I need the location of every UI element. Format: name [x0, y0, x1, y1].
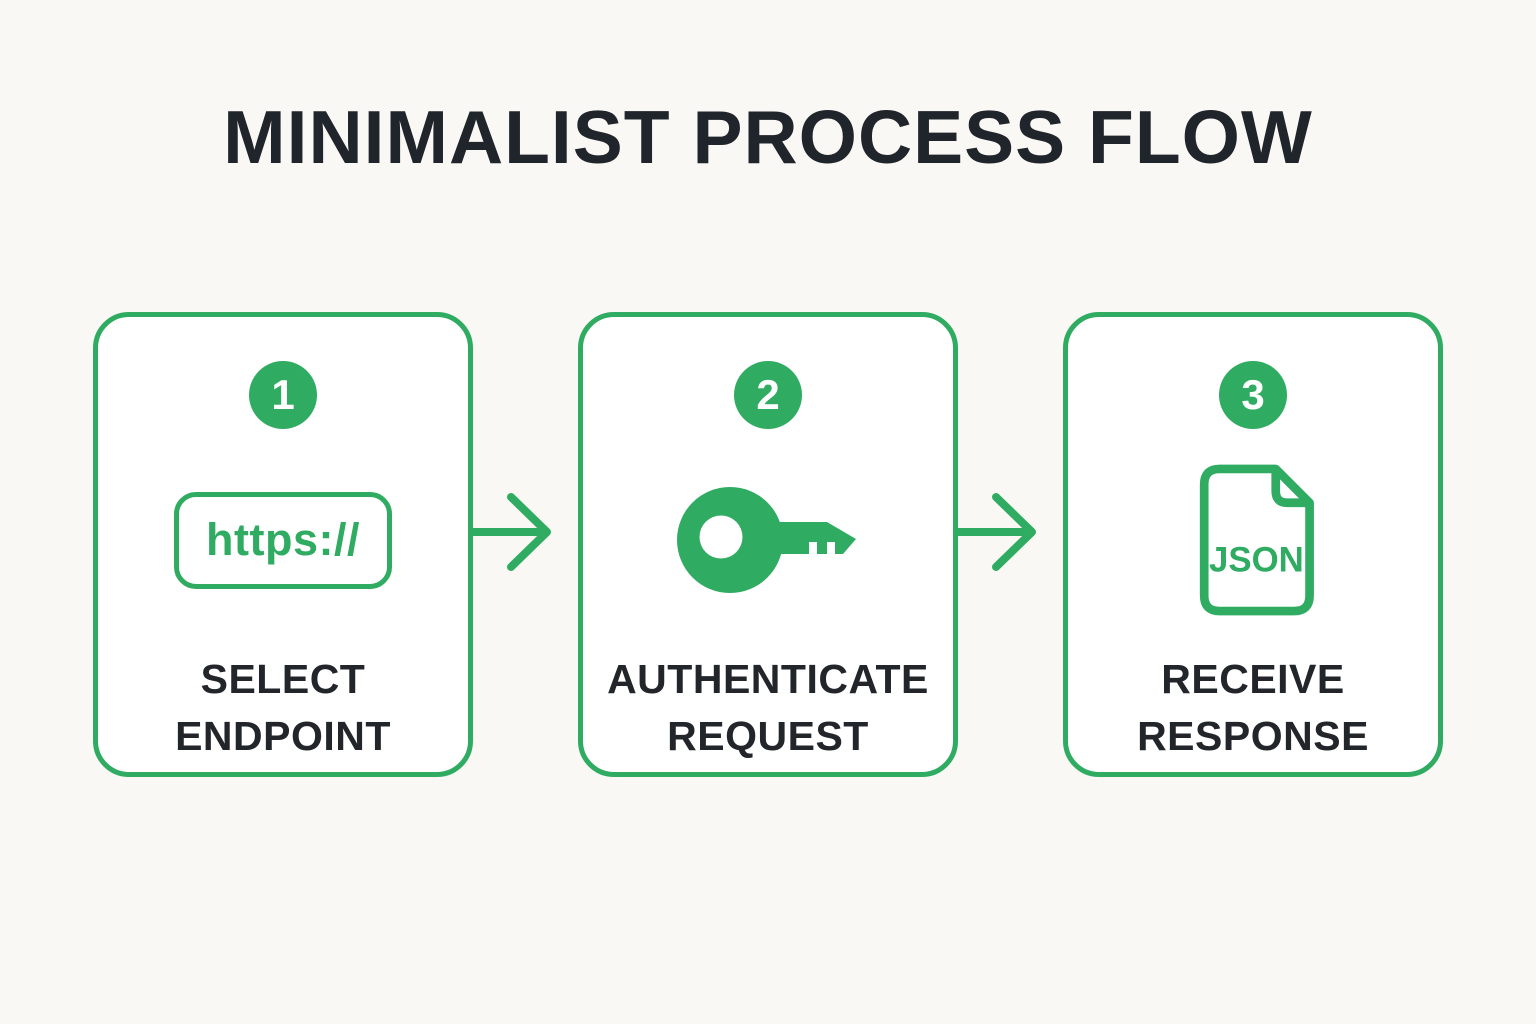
step-number-badge: 1 [249, 361, 317, 429]
step-number: 2 [756, 371, 780, 418]
step-label: AUTHENTICATE REQUEST [607, 656, 929, 759]
step-label: RECEIVE RESPONSE [1137, 656, 1369, 759]
https-url-badge-icon: https:// [174, 491, 392, 589]
key-icon [677, 486, 856, 593]
json-label: JSON [1209, 540, 1304, 579]
step-number-badge: 2 [734, 361, 802, 429]
step-card-receive-response: 3 JSON RECEIVE RESPONSE [1063, 312, 1443, 777]
step-number-badge: 3 [1219, 361, 1287, 429]
flow-arrow-right-icon [958, 493, 1036, 571]
flow-arrow-right-icon [473, 493, 551, 571]
step-icon-area: JSON [1181, 429, 1326, 651]
flow-connector [473, 312, 578, 594]
https-text: https:// [206, 514, 360, 565]
flow-row: 1 https:// SELECT ENDPOINT 2 [93, 312, 1443, 777]
json-file-icon: JSON [1199, 464, 1314, 616]
step-icon-area: https:// [174, 429, 392, 651]
step-card-select-endpoint: 1 https:// SELECT ENDPOINT [93, 312, 473, 777]
flow-connector [958, 312, 1063, 594]
step-label: SELECT ENDPOINT [175, 656, 391, 759]
step-card-authenticate-request: 2 AUTHENTICATE REQUEST [578, 312, 958, 777]
step-number: 3 [1241, 371, 1265, 418]
step-number: 1 [271, 371, 295, 418]
page-title: MINIMALIST PROCESS FLOW [223, 95, 1313, 179]
step-icon-area [675, 429, 861, 651]
